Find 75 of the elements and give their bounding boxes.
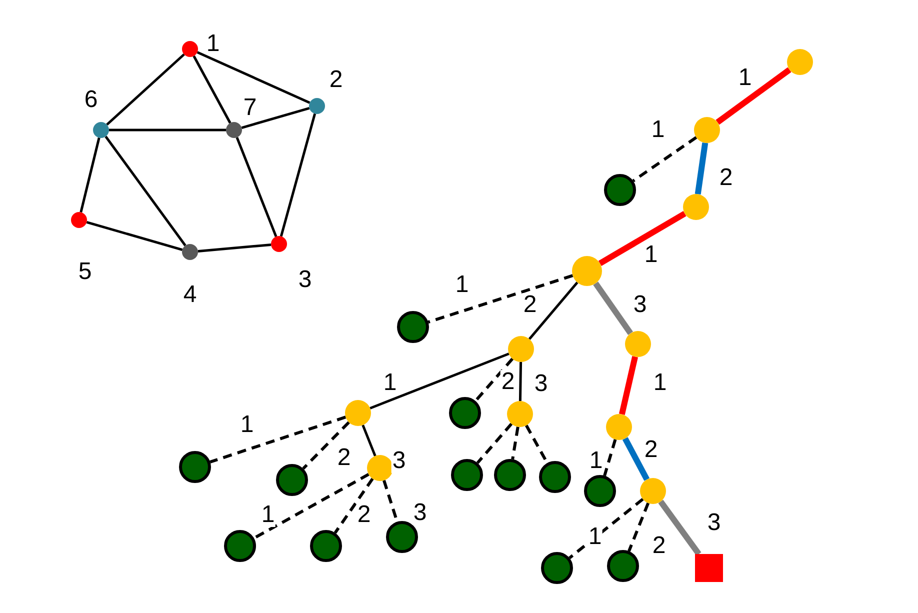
circle-node (494, 459, 526, 491)
line (106, 53, 185, 126)
circle-node (309, 98, 325, 114)
circle-node (179, 451, 211, 483)
circle-node (539, 461, 571, 493)
node-label: 2 (329, 68, 343, 92)
dashed-line (474, 358, 514, 402)
circle-node (607, 550, 639, 582)
circle-node (182, 41, 198, 57)
circle-node (683, 194, 709, 220)
edge-label: 1 (260, 503, 276, 527)
circle-node (541, 552, 573, 584)
edge-label: 3 (391, 449, 407, 473)
circle-node (604, 174, 636, 206)
line (241, 107, 310, 129)
circle-node (93, 122, 109, 138)
line (198, 243, 272, 253)
circle-node (584, 475, 616, 507)
line (370, 352, 510, 410)
node-label: 6 (84, 88, 98, 112)
circle-node (449, 397, 481, 429)
line (716, 67, 792, 125)
line (622, 437, 650, 481)
circle-node (276, 464, 308, 496)
dashed-line (628, 502, 650, 552)
dashed-line (334, 478, 374, 534)
line (192, 55, 232, 124)
dashed-line (210, 416, 346, 464)
circle-node (310, 530, 342, 562)
circle-node (386, 521, 418, 553)
circle-node (625, 331, 651, 357)
dashed-line (476, 422, 513, 464)
circle-node (397, 311, 429, 343)
circle-node (224, 530, 256, 562)
circle-node (606, 414, 632, 440)
dashed-line (632, 136, 698, 182)
node-label: 7 (243, 96, 257, 120)
node-label: 3 (298, 268, 312, 292)
dashed-line (428, 274, 574, 324)
circle-node (787, 49, 813, 75)
line (362, 424, 376, 456)
dashed-line (253, 473, 370, 540)
line (109, 128, 226, 132)
line (196, 51, 310, 104)
circle-node (640, 478, 666, 504)
circle-node (451, 459, 483, 491)
line (236, 136, 278, 238)
dashed-line (302, 421, 350, 470)
line (80, 137, 100, 213)
node-label: 5 (78, 260, 92, 284)
circle-node (694, 117, 720, 143)
square-node (695, 554, 723, 582)
line (694, 142, 708, 195)
line (528, 282, 578, 340)
line (593, 282, 634, 336)
dashed-line (511, 426, 520, 460)
circle-node (71, 212, 87, 228)
circle-node (572, 256, 602, 286)
circle-node (507, 401, 533, 427)
circle-node (182, 244, 198, 260)
circle-node (271, 236, 287, 252)
line (598, 211, 686, 266)
circle-node (508, 336, 534, 362)
circle-node (226, 122, 242, 138)
line (280, 113, 316, 237)
dashed-line (603, 439, 617, 476)
line (104, 136, 186, 246)
line (658, 500, 702, 556)
line (518, 362, 522, 402)
node-label: 1 (206, 32, 220, 56)
node-label: 4 (183, 283, 197, 307)
line (86, 221, 183, 251)
line (618, 356, 638, 415)
circle-node (345, 400, 371, 426)
circle-node (367, 455, 393, 481)
